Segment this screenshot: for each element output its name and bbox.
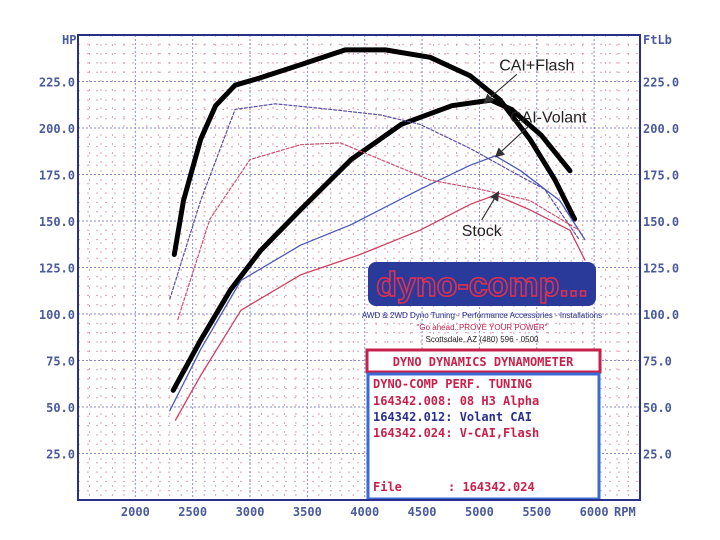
x-tick-label: 6000 bbox=[580, 505, 609, 519]
y-tick-label-left: 25.0 bbox=[46, 448, 75, 462]
legend-file-label: File bbox=[373, 480, 402, 494]
annotation-arrow bbox=[494, 125, 529, 158]
y-tick-label-right: 50.0 bbox=[643, 401, 672, 415]
series-line-stock-hp bbox=[177, 142, 580, 321]
series-line-volant-cai-hp bbox=[169, 103, 580, 300]
series-line-stock-torque bbox=[174, 194, 586, 421]
series-line-cai-flash-hp bbox=[171, 47, 578, 257]
dyno-comp-logo: dyno-comp... AWD & 2WD Dyno Tuning - Per… bbox=[362, 262, 602, 344]
legend-box: DYNO DYNAMICS DYNAMOMETER DYNO-COMP PERF… bbox=[365, 348, 602, 501]
x-tick-label: 5500 bbox=[522, 505, 551, 519]
logo-tagline: AWD & 2WD Dyno Tuning - Performance Acce… bbox=[362, 311, 602, 320]
annotation-arrow bbox=[481, 191, 500, 221]
legend-title: DYNO-COMP PERF. TUNING bbox=[373, 377, 532, 391]
y-tick-label-left: 100.0 bbox=[39, 308, 75, 322]
legend-run: 164342.008: 08 H3 Alpha bbox=[373, 394, 539, 408]
series-lines bbox=[169, 47, 586, 421]
y-tick-label-left: 150.0 bbox=[39, 215, 75, 229]
x-tick-label: 5000 bbox=[465, 505, 494, 519]
y-tick-label-right: 100.0 bbox=[643, 308, 679, 322]
logo-text: dyno-comp... bbox=[376, 266, 588, 304]
annotation-label: CAI-Volant bbox=[510, 109, 587, 126]
x-tick-label: 4000 bbox=[350, 505, 379, 519]
y-tick-label-left: 200.0 bbox=[39, 122, 75, 136]
x-tick-label: 2000 bbox=[121, 505, 150, 519]
y-tick-label-left: 225.0 bbox=[39, 76, 75, 90]
series-line-cai-flash-torque bbox=[170, 97, 573, 393]
x-tick-label: 3500 bbox=[293, 505, 322, 519]
legend-header: DYNO DYNAMICS DYNAMOMETER bbox=[393, 355, 574, 369]
y-tick-label-right: 175.0 bbox=[643, 169, 679, 183]
legend-run: 164342.012: Volant CAI bbox=[373, 410, 532, 424]
y-tick-label-left: 175.0 bbox=[39, 169, 75, 183]
y-tick-label-right: 25.0 bbox=[643, 448, 672, 462]
y-tick-label-left: 125.0 bbox=[39, 262, 75, 276]
annotation-arrow bbox=[483, 73, 518, 104]
x-tick-label: 4500 bbox=[408, 505, 437, 519]
series-line-volant-cai-torque bbox=[169, 155, 586, 412]
y-tick-label-left: 75.0 bbox=[46, 355, 75, 369]
y-axis-left-label: HP bbox=[62, 33, 76, 47]
logo-slogan: "Go ahead..PROVE YOUR POWER" bbox=[417, 323, 548, 332]
y-tick-label-right: 200.0 bbox=[643, 122, 679, 136]
plot-frame bbox=[77, 34, 641, 501]
tick-labels: 25.0 25.0 50.0 50.0 75.0 75.0 100.0 100.0 125.0 1… bbox=[39, 76, 679, 520]
annotation-label: CAI+Flash bbox=[499, 57, 574, 74]
legend-file-value: : 164342.024 bbox=[448, 480, 535, 494]
y-tick-label-right: 75.0 bbox=[643, 355, 672, 369]
legend-run: 164342.024: V-CAI,Flash bbox=[373, 426, 539, 440]
annotation-label: Stock bbox=[462, 223, 503, 240]
y-tick-label-right: 125.0 bbox=[643, 262, 679, 276]
logo-address: Scottsdale, AZ (480) 596 - 0500 bbox=[426, 335, 540, 344]
x-tick-label: 3000 bbox=[236, 505, 265, 519]
x-tick-label: 2500 bbox=[178, 505, 207, 519]
x-axis-label: RPM bbox=[614, 505, 636, 519]
y-tick-label-right: 225.0 bbox=[643, 76, 679, 90]
y-tick-label-right: 150.0 bbox=[643, 215, 679, 229]
y-tick-label-left: 50.0 bbox=[46, 401, 75, 415]
y-axis-right-label: FtLb bbox=[643, 33, 672, 47]
